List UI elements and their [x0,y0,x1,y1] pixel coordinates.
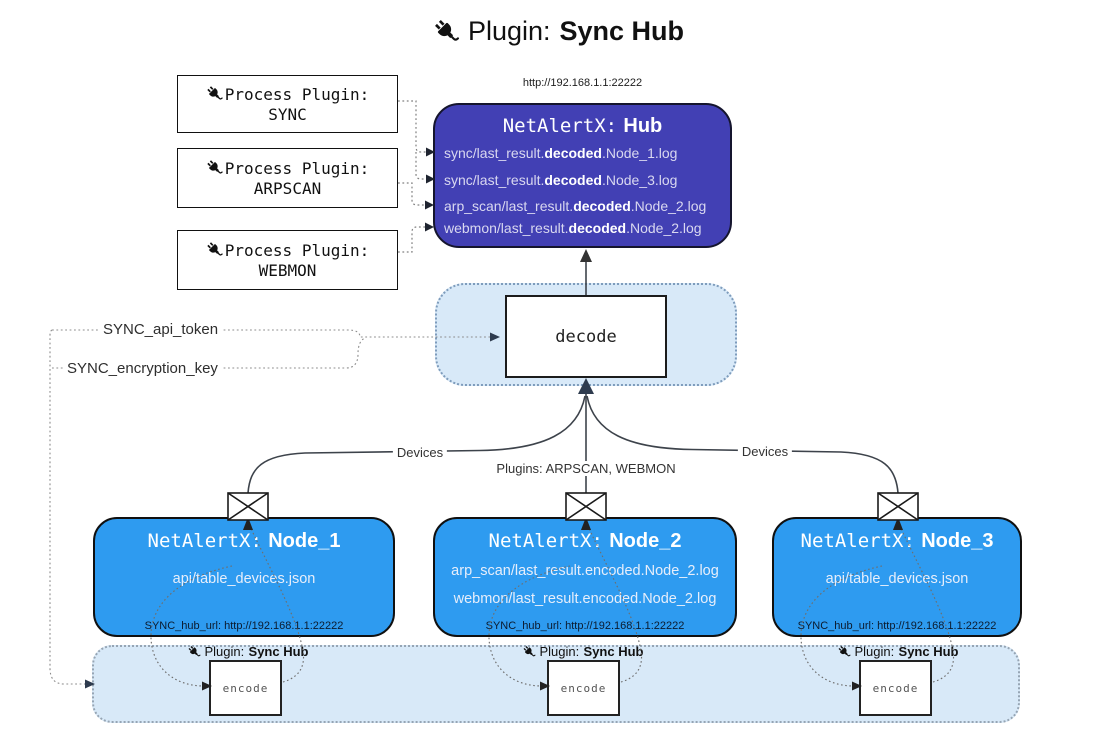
process-plugin-box-arpscan: Process Plugin: ARPSCAN [177,148,398,208]
node-file: api/table_devices.json [825,571,969,587]
hub-box: NetAlertX:Hub sync/last_result.decoded.N… [433,103,732,248]
arrowhead-into-hub-bottom [580,249,592,262]
title-prefix: Plugin: [468,16,551,46]
plug-icon [837,644,852,659]
node-box-node-2: NetAlertX:Node_2 arp_scan/last_result.en… [433,517,737,637]
encode-box: encode [859,660,932,716]
plug-icon [187,644,202,659]
envelope-icons [227,492,919,521]
node-file: arp_scan/last_result.encoded.Node_2.log [451,563,719,579]
envelope-icon [877,492,919,521]
envelope-icon [227,492,269,521]
hub-log-line: sync/last_result.decoded.Node_3.log [444,172,678,188]
process-plugin-box-sync: Process Plugin: SYNC [177,75,398,133]
hub-log-line: arp_scan/last_result.decoded.Node_2.log [444,198,707,214]
node-box-node-3: NetAlertX:Node_3 api/table_devices.json … [772,517,1022,637]
wires-nodes-to-decode [247,393,899,494]
sync-encryption-key-label: SYNC_encryption_key [64,360,221,377]
plug-icon [432,16,462,46]
plug-icon [205,158,225,178]
hub-title-prefix: NetAlertX: [502,115,618,137]
process-plugin-label: Process Plugin: [224,158,370,178]
hub-url-label: http://192.168.1.1:22222 [522,77,643,89]
hub-title: NetAlertX:Hub [435,115,730,138]
process-plugin-name: SYNC [268,104,307,124]
node-hub-url: SYNC_hub_url: http://192.168.1.1:22222 [797,620,997,632]
plug-icon [205,84,225,104]
process-plugin-name: ARPSCAN [253,178,322,198]
node-file: webmon/last_result.encoded.Node_2.log [453,591,717,607]
encode-box: encode [547,660,620,716]
encode-plugin-label: Plugin:Sync Hub [522,644,644,659]
decode-box: decode [505,295,667,378]
plug-icon [205,240,225,260]
wires-plugins-to-hub [398,100,426,253]
plug-icon [522,644,537,659]
encode-plugin-label: Plugin:Sync Hub [187,644,309,659]
hub-title-bold: Hub [623,115,663,137]
devices-label-right: Devices [737,444,793,459]
encode-plugin-label: Plugin:Sync Hub [837,644,959,659]
node-hub-url: SYNC_hub_url: http://192.168.1.1:22222 [485,620,685,632]
sync-api-token-label: SYNC_api_token [100,321,222,338]
node-file: api/table_devices.json [172,571,316,587]
title-bold: Sync Hub [559,16,684,46]
node-title: NetAlertX:Node_3 [800,530,994,552]
process-plugin-label: Process Plugin: [224,84,370,104]
node-title: NetAlertX:Node_1 [147,530,341,552]
devices-label-left: Devices [392,445,448,460]
hub-log-line: sync/last_result.decoded.Node_1.log [444,145,678,161]
plugins-label: Plugins: ARPSCAN, WEBMON [492,461,680,476]
hub-log-line: webmon/last_result.decoded.Node_2.log [444,220,702,236]
node-box-node-1: NetAlertX:Node_1 api/table_devices.json … [93,517,395,637]
process-plugin-label: Process Plugin: [224,240,370,260]
page-title: Plugin: Sync Hub [0,16,1117,47]
node-title: NetAlertX:Node_2 [488,530,682,552]
node-hub-url: SYNC_hub_url: http://192.168.1.1:22222 [144,620,344,632]
process-plugin-box-webmon: Process Plugin: WEBMON [177,230,398,290]
envelope-icon [565,492,607,521]
encode-box: encode [209,660,282,716]
process-plugin-name: WEBMON [258,260,317,280]
